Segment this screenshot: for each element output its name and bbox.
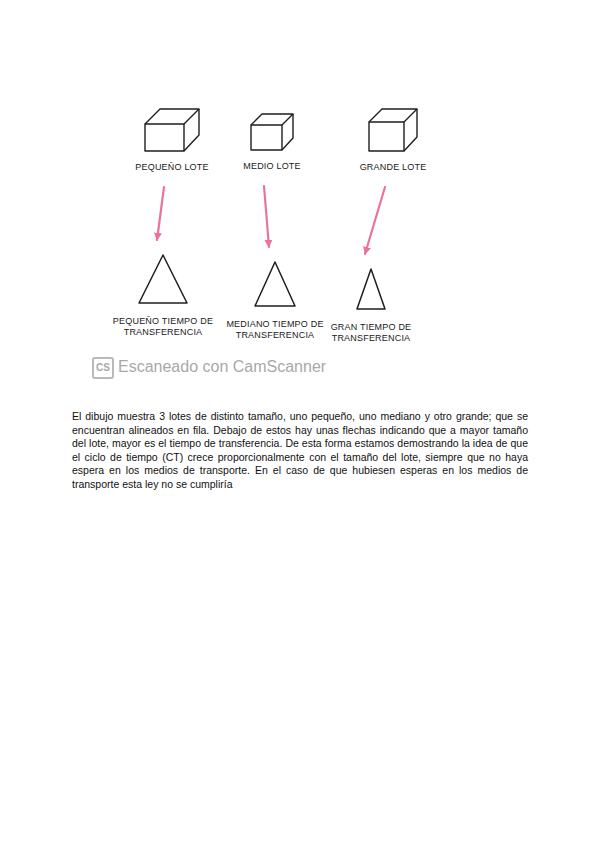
transfer-time-label: PEQUEÑO TIEMPO DE TRANSFERENCIA <box>107 314 219 340</box>
lot-cube: MEDIO LOTE <box>216 113 328 176</box>
triangle-shape <box>138 254 188 304</box>
lot-cube: GRANDE LOTE <box>337 108 449 177</box>
scanner-watermark: Escaneado con CamScanner <box>118 357 326 377</box>
triangle-outline <box>139 255 187 303</box>
cube-side <box>282 114 293 150</box>
lot-label: PEQUEÑO LOTE <box>116 160 228 175</box>
transfer-triangle: GRAN TIEMPO DE TRANSFERENCIA <box>315 268 427 348</box>
triangle-shape <box>254 261 296 307</box>
transfer-time-label: MEDIANO TIEMPO DE TRANSFERENCIA <box>219 317 331 343</box>
cube-front <box>145 124 184 151</box>
triangle-outline <box>357 269 385 309</box>
cube-front <box>251 125 282 150</box>
transfer-triangle: MEDIANO TIEMPO DE TRANSFERENCIA <box>219 261 331 345</box>
body-paragraph: El dibujo muestra 3 lotes de distinto ta… <box>72 410 528 491</box>
cube-side <box>184 109 199 151</box>
cube-front <box>369 122 404 151</box>
cube-top <box>145 109 199 124</box>
flow-arrow <box>365 187 385 254</box>
triangle-outline <box>255 262 295 306</box>
cube-shape <box>368 108 418 152</box>
flow-arrow <box>157 187 164 240</box>
transfer-time-label: GRAN TIEMPO DE TRANSFERENCIA <box>315 320 427 346</box>
scanner-logo: CS <box>92 357 114 379</box>
triangle-shape <box>356 268 386 310</box>
cube-top <box>251 114 293 125</box>
cube-side <box>404 109 417 151</box>
cube-top <box>369 109 417 122</box>
cube-shape <box>144 108 200 152</box>
lot-label: GRANDE LOTE <box>337 160 449 175</box>
cube-shape <box>250 113 294 151</box>
lot-label: MEDIO LOTE <box>216 159 328 174</box>
lot-cube: PEQUEÑO LOTE <box>116 108 228 177</box>
flow-arrow <box>264 186 269 247</box>
transfer-triangle: PEQUEÑO TIEMPO DE TRANSFERENCIA <box>107 254 219 342</box>
